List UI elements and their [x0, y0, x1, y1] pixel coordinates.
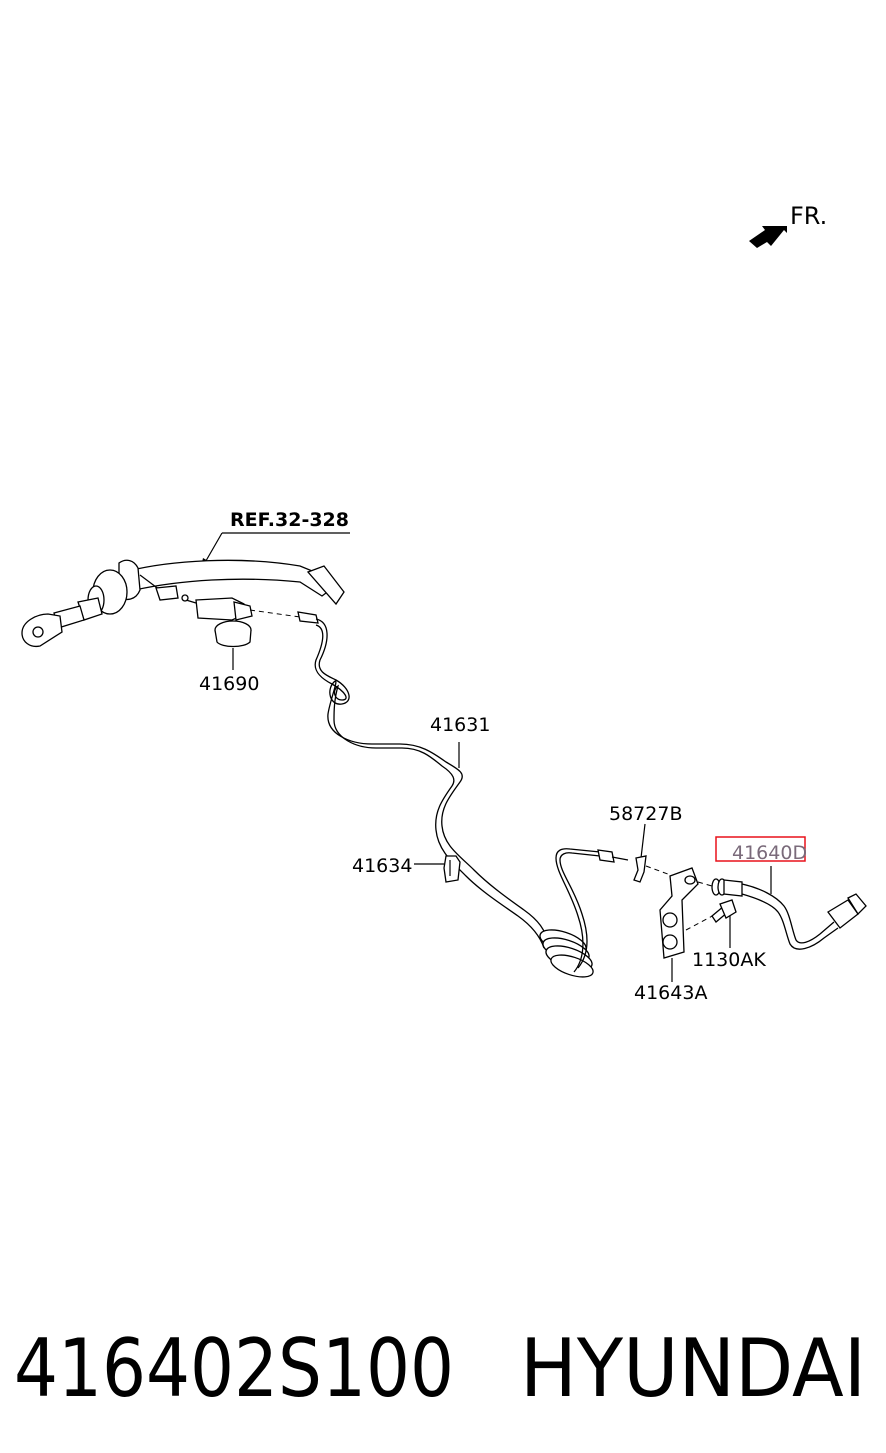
- front-direction-label: FR.: [790, 202, 827, 230]
- clutch-master-cylinder: [21, 559, 345, 648]
- reference-label: REF.32-328: [230, 509, 349, 531]
- part-label-1130AK: 1130AK: [692, 949, 766, 971]
- part-label-41690: 41690: [199, 673, 259, 695]
- part-41640D-hose: [697, 866, 867, 950]
- part-label-41640D[interactable]: 41640D: [732, 842, 807, 864]
- assembly-dashline: [249, 609, 301, 618]
- part-58727B-clip: [633, 823, 685, 883]
- part-label-41643A: 41643A: [634, 982, 707, 1004]
- footer-part-number: 416402S100: [14, 1322, 454, 1415]
- part-label-58727B: 58727B: [609, 803, 682, 825]
- part-41643A-bracket: [659, 867, 699, 982]
- part-label-41634: 41634: [352, 855, 412, 877]
- front-direction-arrow-icon: [749, 226, 787, 248]
- footer-brand: HYUNDAI: [520, 1322, 866, 1415]
- part-41634-clip: [414, 855, 461, 883]
- highlight-box-41640D: [715, 836, 806, 862]
- part-41631-clutch-tube: [297, 611, 629, 978]
- part-label-41631: 41631: [430, 714, 490, 736]
- part-1130AK-bolt: [685, 899, 737, 948]
- part-41690-fitting: [181, 594, 253, 670]
